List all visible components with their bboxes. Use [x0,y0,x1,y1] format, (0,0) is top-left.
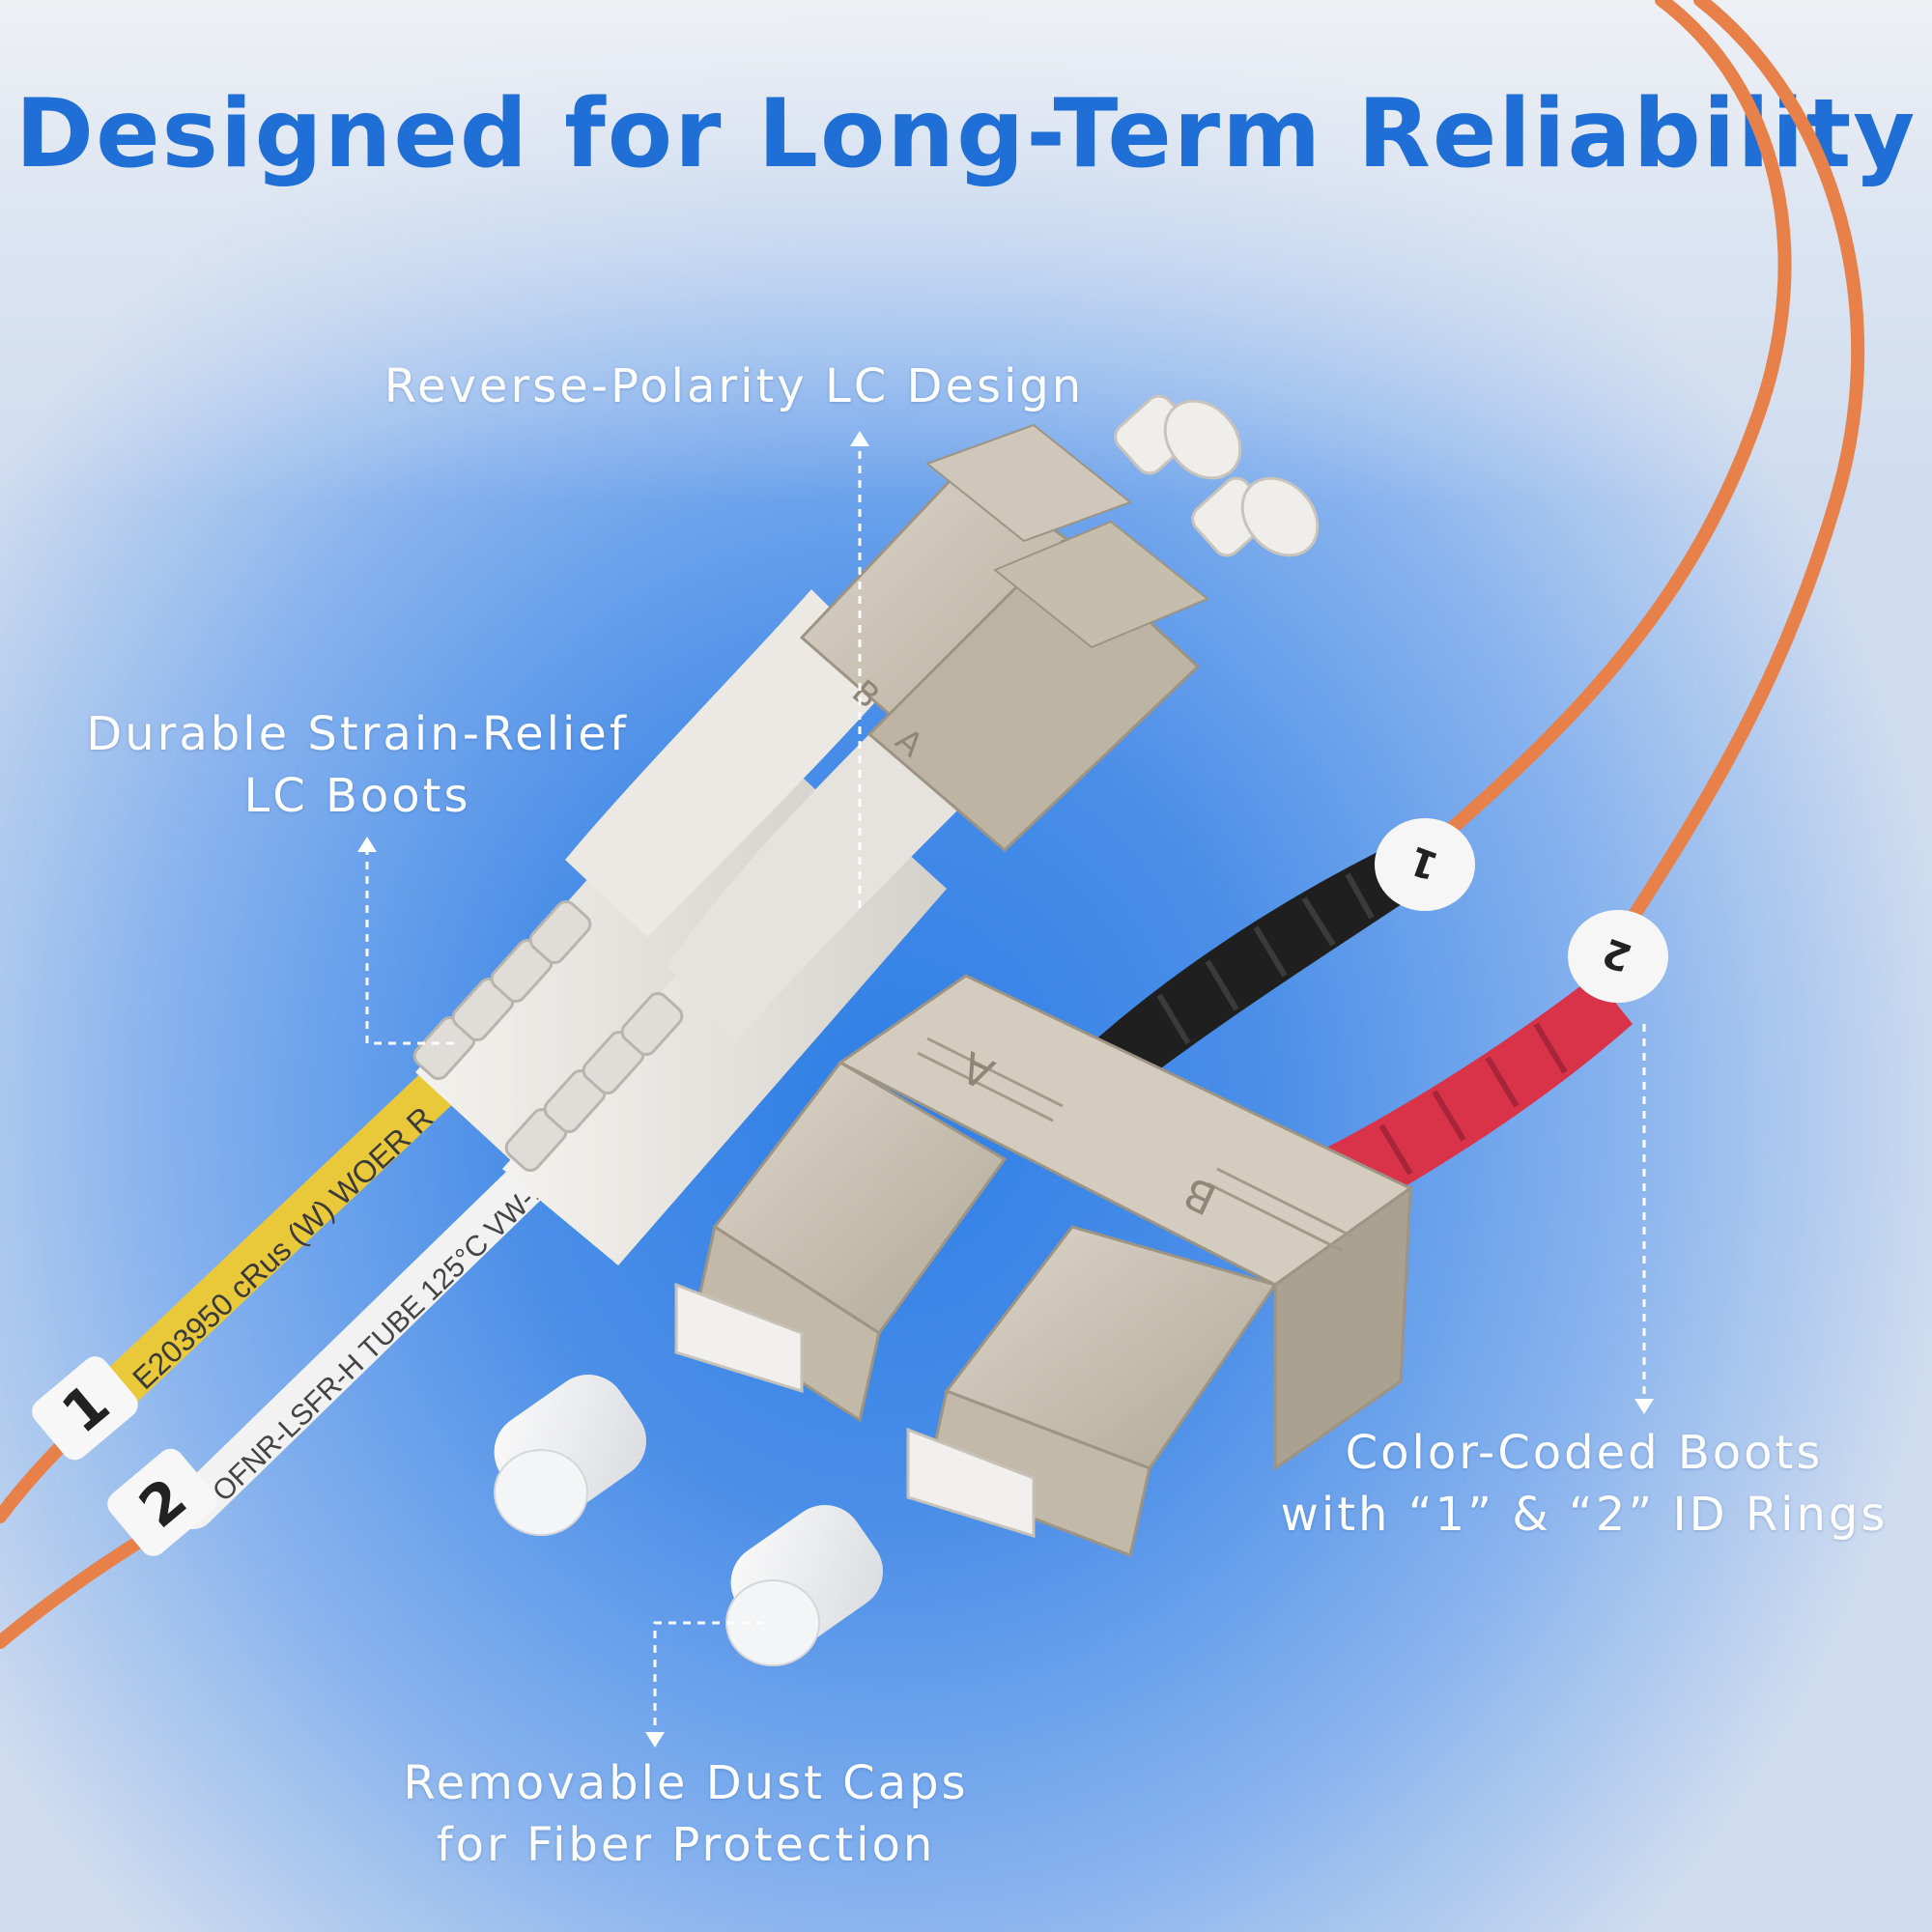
yellow-jacket-cable: E203950 cRus (W) WOER R [84,1050,476,1423]
callout-arrowheads [357,431,1654,1747]
callout-dust-caps: Removable Dust Caps for Fiber Protection [377,1752,995,1876]
sc-id-ring-1: 1 [1375,818,1475,911]
leader-dust-caps [653,1621,763,1734]
dust-cap-lower [725,1504,883,1666]
sc-id-ring-2: 2 [1568,910,1668,1003]
headline: Designed for Long-Term Reliability [14,79,1918,189]
id-ring-1: 1 [32,1356,138,1461]
leader-strain-relief [365,850,454,1045]
sc-boot-black: 1 [1092,818,1475,1092]
yellow-jacket-print: E203950 cRus (W) WOER R [126,1100,440,1396]
callout-leaders [365,444,1646,1734]
callout-color-coded-line2: with “1” & “2” ID Rings [1280,1488,1889,1542]
callout-reverse-polarity-text: Reverse-Polarity LC Design [384,359,1085,413]
callout-strain-relief-line1: Durable Strain-Relief [86,707,629,761]
callout-color-coded-line1: Color-Coded Boots [1345,1426,1824,1480]
lc-boot-upper [412,589,898,1188]
orange-cable-top [1442,0,1865,924]
lc-ferrules [1114,394,1320,557]
lc-duplex-housing: B A [799,394,1320,853]
dust-cap-upper [494,1374,646,1536]
callout-strain-relief-line2: LC Boots [243,769,471,823]
lc-boot-lower [502,705,976,1265]
callout-color-coded: Color-Coded Boots with “1” & “2” ID Ring… [1275,1422,1893,1546]
id-ring-2: 2 [107,1448,216,1556]
sc-boot-red: 2 [1304,910,1668,1222]
callout-dust-caps-line1: Removable Dust Caps [403,1756,969,1810]
callout-reverse-polarity: Reverse-Polarity LC Design [367,355,1101,417]
callout-dust-caps-line2: for Fiber Protection [436,1818,936,1872]
callout-strain-relief: Durable Strain-Relief LC Boots [58,703,657,827]
sc-duplex-housing: A B [674,974,1413,1558]
